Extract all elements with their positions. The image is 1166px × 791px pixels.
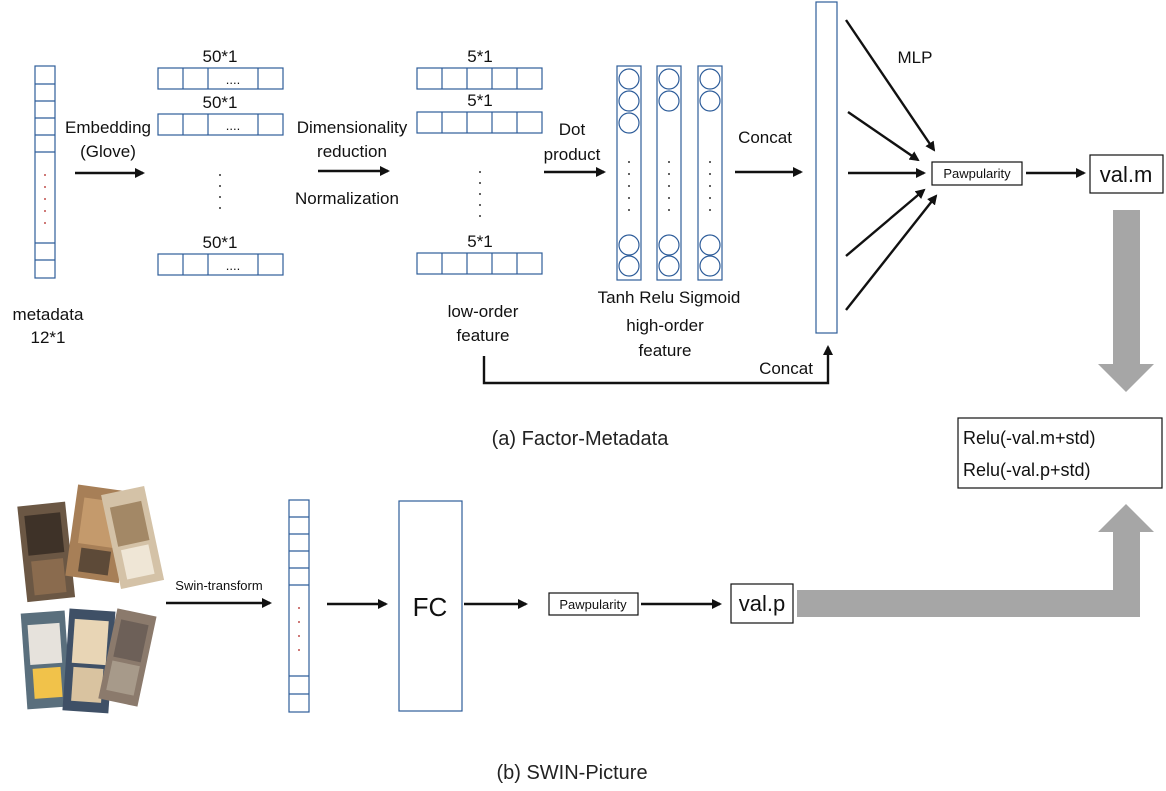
caption-a: (a) Factor-Metadata — [492, 428, 670, 450]
embedding-row-2 — [157, 113, 284, 136]
gray-up-arrow — [797, 504, 1154, 617]
fc-label: FC — [413, 592, 448, 622]
low-order-label: low-order — [448, 302, 519, 321]
embedding-row-3 — [157, 253, 284, 276]
swin-transform-label: Swin-transform — [175, 578, 262, 593]
activation-column-sigmoid — [697, 65, 723, 281]
embedding-row-1 — [157, 67, 284, 90]
embedding-row-2-dots: .... — [226, 118, 240, 133]
embedding-sub-label: (Glove) — [80, 142, 136, 161]
concat-top-label: Concat — [738, 128, 792, 147]
low-order-dim-1: 5*1 — [467, 47, 493, 66]
val-p-label: val.p — [739, 591, 785, 616]
concat-vector — [815, 1, 838, 334]
dot-product-sub-label: product — [544, 145, 601, 164]
embedding-row-3-dots: .... — [226, 258, 240, 273]
dimred-label: Dimensionality — [297, 118, 408, 137]
embedding-label: Embedding — [65, 118, 151, 137]
dimred-sub-label: reduction — [317, 142, 387, 161]
low-order-row-3 — [416, 252, 543, 275]
swin-feature-vector — [288, 499, 310, 713]
low-order-sub-label: feature — [457, 326, 510, 345]
pawpularity-top-box — [931, 161, 1023, 186]
pawpularity-top-label: Pawpularity — [943, 166, 1011, 181]
low-order-dim-2: 5*1 — [467, 91, 493, 110]
loss-line-1: Relu(-val.m+std) — [963, 428, 1096, 448]
low-order-ellipsis — [479, 171, 481, 217]
concat-bottom-label: Concat — [759, 359, 813, 378]
pet-photo-collage — [17, 484, 165, 714]
embedding-dim-3: 50*1 — [203, 233, 238, 252]
low-order-skip-arrow — [482, 345, 833, 385]
val-m-box — [1089, 154, 1164, 194]
mlp-arrows — [845, 19, 938, 311]
pawpularity-bottom-label: Pawpularity — [559, 597, 627, 612]
activation-column-tanh — [616, 65, 642, 281]
embedding-dim-2: 50*1 — [203, 93, 238, 112]
metadata-label: metadata — [13, 305, 84, 324]
val-m-label: val.m — [1100, 162, 1153, 187]
high-order-sub-label: feature — [639, 341, 692, 360]
high-order-label: high-order — [626, 316, 704, 335]
low-order-row-1 — [416, 67, 543, 90]
normalization-label: Normalization — [295, 189, 399, 208]
metadata-dim: 12*1 — [31, 328, 66, 347]
caption-b: (b) SWIN-Picture — [496, 762, 647, 784]
dot-product-label: Dot — [559, 120, 586, 139]
activation-column-relu — [656, 65, 682, 281]
val-p-box — [730, 583, 794, 624]
pawpularity-bottom-box — [548, 592, 639, 616]
loss-box — [957, 417, 1163, 489]
embedding-ellipsis — [219, 174, 221, 209]
fc-block — [398, 500, 463, 712]
low-order-dim-3: 5*1 — [467, 232, 493, 251]
mlp-label: MLP — [898, 48, 933, 67]
activations-label: Tanh Relu Sigmoid — [598, 288, 741, 307]
embedding-dim-1: 50*1 — [203, 47, 238, 66]
metadata-vector — [34, 65, 56, 279]
embedding-row-1-dots: .... — [226, 72, 240, 87]
low-order-row-2 — [416, 111, 543, 134]
loss-line-2: Relu(-val.p+std) — [963, 460, 1091, 480]
gray-down-arrow — [1098, 210, 1154, 392]
